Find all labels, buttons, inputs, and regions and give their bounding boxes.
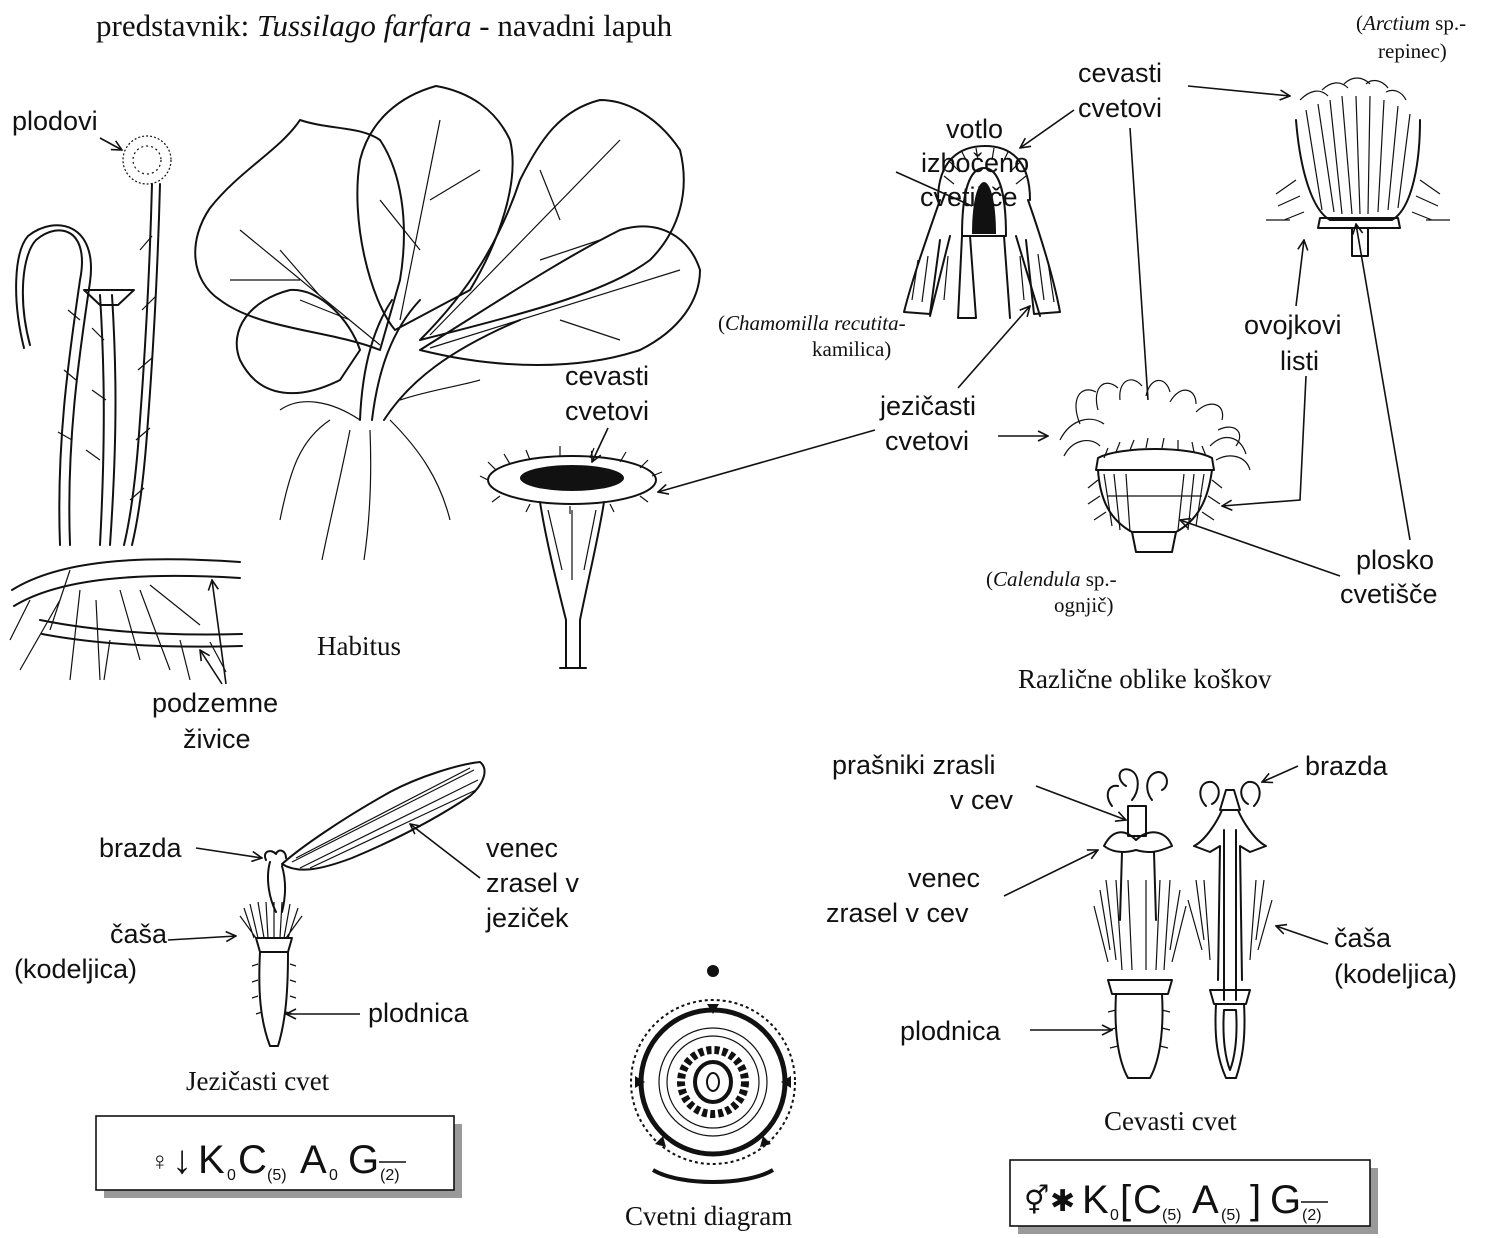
caption-capitulum-forms: Različne oblike koškov xyxy=(1018,664,1272,694)
label-jezicasti-line1: jezičasti xyxy=(879,391,976,421)
diagram-axis-dot xyxy=(707,965,719,977)
ligulate-flower-formula: ♀ ↓ K 0 C (5) A 0 G (2) xyxy=(96,1116,462,1198)
label-plodnica-tubular: plodnica xyxy=(900,1016,1002,1046)
label-brazda-tubular: brazda xyxy=(1305,751,1389,781)
arctium-capitulum-section-illustration xyxy=(1266,78,1450,256)
species-arctium: (Arctium sp.- xyxy=(1356,11,1466,35)
diagram-bract xyxy=(653,1170,773,1182)
formula-ligulate-G-sub: (2) xyxy=(380,1167,400,1184)
leader-podzemne-1 xyxy=(200,650,222,684)
species-title: predstavnik: Tussilago farfara - navadni… xyxy=(96,8,673,43)
leader-jezicasti-tussilago xyxy=(658,430,875,492)
label-jezicasti-line2: cvetovi xyxy=(885,426,969,456)
label-podzemne-line1: podzemne xyxy=(152,688,278,718)
label-casa-tubular-line1: čaša xyxy=(1334,923,1392,953)
species-chamomilla-common: kamilica) xyxy=(812,337,891,361)
formula-tubular-K: K xyxy=(1082,1178,1109,1222)
leader-brazda-tubular xyxy=(1262,766,1298,782)
label-plodnica-ligulate: plodnica xyxy=(368,998,470,1028)
label-venec-ligulate-line2: zrasel v xyxy=(486,868,580,898)
caption-habitus: Habitus xyxy=(317,631,401,661)
formula-tubular-G: G xyxy=(1270,1178,1301,1222)
label-votlo-line1: votlo xyxy=(946,114,1003,144)
formula-ligulate-sex-symbol: ♀ xyxy=(150,1146,170,1176)
leader-prasniki xyxy=(1036,786,1126,820)
formula-ligulate-C: C xyxy=(238,1138,267,1182)
formula-ligulate-K-sub: 0 xyxy=(227,1167,236,1184)
caption-floral-diagram: Cvetni diagram xyxy=(625,1201,792,1231)
formula-ligulate-symmetry-symbol: ↓ xyxy=(172,1138,192,1182)
species-arctium-common: repinec) xyxy=(1378,39,1447,63)
tubular-flower-formula: ⚥ ✱ K 0 [ C (5) A (5) ] G (2) xyxy=(1010,1160,1378,1234)
formula-ligulate-A-sub: 0 xyxy=(329,1167,338,1184)
leader-venec-ligulate xyxy=(410,824,480,878)
species-calendula-common: ognjič) xyxy=(1054,593,1113,617)
leader-venec-tubular xyxy=(1004,850,1098,896)
formula-tubular-C-sub: (5) xyxy=(1162,1207,1182,1224)
label-plosko-line2: cvetišče xyxy=(1340,579,1438,609)
label-votlo-line2: izbočeno xyxy=(921,148,1029,178)
label-casa-tubular-line2: (kodeljica) xyxy=(1334,959,1457,989)
leader-casa-ligulate xyxy=(168,936,236,940)
caption-tubular-flower: Cevasti cvet xyxy=(1104,1106,1237,1136)
leader-ovojkovi-calendula xyxy=(1222,376,1306,506)
calendula-capitulum-section-illustration xyxy=(1060,380,1250,552)
label-venec-ligulate-line3: jeziček xyxy=(485,903,569,933)
formula-ligulate-A: A xyxy=(300,1138,327,1182)
label-venec-ligulate-line1: venec xyxy=(486,833,558,863)
formula-tubular-bracket-close: ] xyxy=(1250,1178,1261,1222)
label-ovojkovi-line2: listi xyxy=(1280,346,1319,376)
label-podzemne-line2: živice xyxy=(183,724,251,754)
formula-tubular-bracket-open: [ xyxy=(1120,1178,1131,1222)
leader-cevasti-top-arctium xyxy=(1188,86,1290,96)
formula-ligulate-G: G xyxy=(348,1138,379,1182)
species-chamomilla: (Chamomilla recutita- xyxy=(718,311,906,335)
label-votlo-line3: cvetišče xyxy=(920,182,1018,212)
label-cevasti-top-line1: cevasti xyxy=(1078,58,1162,88)
leader-brazda-ligulate xyxy=(196,848,262,858)
tubular-flower-illustration xyxy=(1094,769,1272,1078)
formula-tubular-K-sub: 0 xyxy=(1110,1207,1119,1224)
label-venec-tubular-line1: venec xyxy=(908,863,980,893)
formula-tubular-symmetry-symbol: ✱ xyxy=(1050,1185,1075,1218)
label-venec-tubular-line2: zrasel v cev xyxy=(826,898,969,928)
formula-tubular-A: A xyxy=(1192,1178,1219,1222)
label-brazda-ligulate: brazda xyxy=(99,833,183,863)
label-prasniki-line1: prašniki zrasli xyxy=(832,750,996,780)
caption-ligulate-flower: Jezičasti cvet xyxy=(186,1066,330,1096)
formula-tubular-G-sub: (2) xyxy=(1302,1207,1322,1224)
formula-tubular-A-sub: (5) xyxy=(1221,1207,1241,1224)
label-cevasti-left-line1: cevasti xyxy=(565,361,649,391)
habitus-leaf-rosette-illustration xyxy=(195,86,700,560)
label-ovojkovi-line1: ovojkovi xyxy=(1244,310,1342,340)
formula-ligulate-C-sub: (5) xyxy=(267,1167,287,1184)
label-prasniki-line2: v cev xyxy=(950,785,1014,815)
leader-plosko-calendula xyxy=(1180,520,1340,576)
label-casa-ligulate-line2: (kodeljica) xyxy=(14,954,137,984)
label-cevasti-top-line2: cvetovi xyxy=(1078,93,1162,123)
habitus-flowering-shoots-illustration xyxy=(10,136,242,680)
formula-ligulate-K: K xyxy=(198,1138,225,1182)
label-plodovi: plodovi xyxy=(12,106,98,136)
leader-podzemne-2 xyxy=(212,580,226,684)
label-casa-ligulate-line1: čaša xyxy=(110,919,168,949)
species-calendula: (Calendula sp.- xyxy=(986,567,1117,591)
leader-cevasti-top-chamomilla xyxy=(1020,110,1074,148)
tussilago-capitulum-illustration xyxy=(480,446,662,668)
label-cevasti-left-line2: cvetovi xyxy=(565,396,649,426)
formula-tubular-C: C xyxy=(1133,1178,1162,1222)
leader-ovojkovi-arctium xyxy=(1296,240,1304,306)
formula-tubular-sex-symbol: ⚥ xyxy=(1024,1184,1049,1216)
label-plosko-line1: plosko xyxy=(1356,545,1434,575)
leader-plodovi xyxy=(100,138,122,150)
leader-casa-tubular xyxy=(1276,926,1328,944)
leader-plosko-arctium xyxy=(1356,224,1410,540)
leader-cevasti-top-calendula xyxy=(1130,128,1148,400)
floral-diagram-illustration xyxy=(631,965,795,1182)
